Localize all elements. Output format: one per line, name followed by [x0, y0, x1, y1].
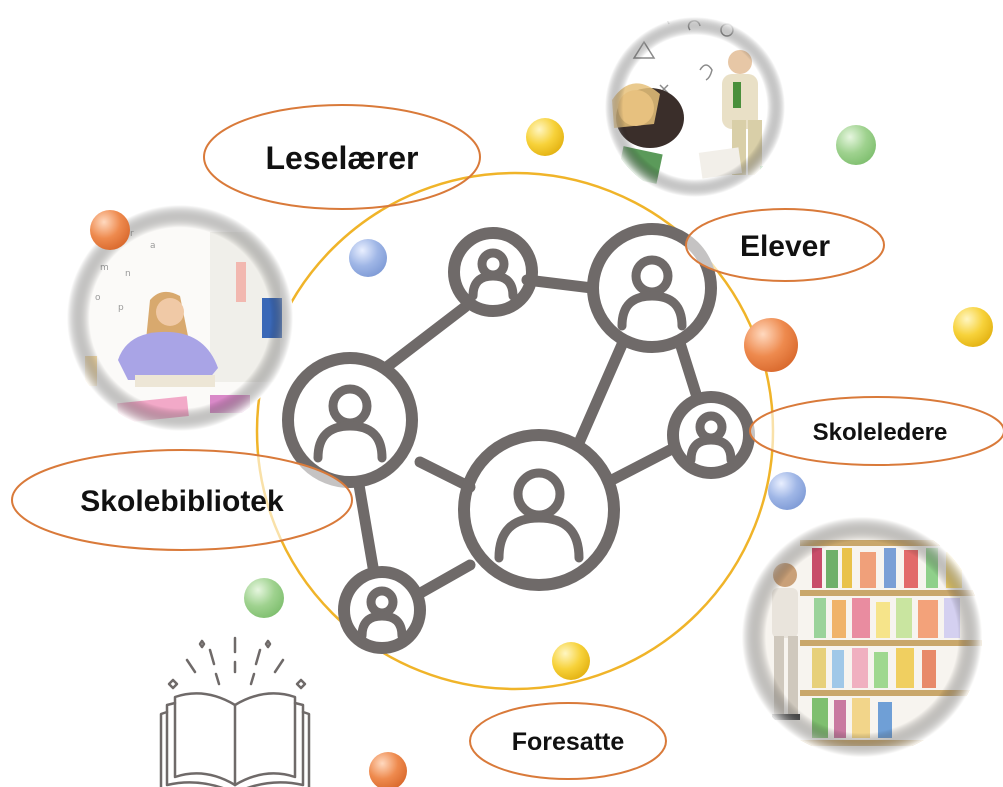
bubble-yellow: [953, 307, 993, 347]
bubble-blue: [768, 472, 806, 510]
person-node: [458, 429, 620, 591]
label-skolebibliotek: Skolebibliotek: [11, 449, 353, 551]
people-network-icon: [282, 223, 755, 654]
bubble-green: [244, 578, 284, 618]
label-skolebibliotek-text: Skolebibliotek: [80, 485, 284, 518]
decorative-bubbles: [90, 118, 993, 787]
label-leselaerer: Leselærer: [203, 104, 481, 210]
person-node: [448, 227, 538, 317]
bubble-yellow: [526, 118, 564, 156]
bubble-orange: [744, 318, 798, 372]
bubble-yellow: [552, 642, 590, 680]
label-skoleledere: Skoleledere: [749, 396, 1003, 466]
bubble-blue: [349, 239, 387, 277]
person-node: [338, 566, 426, 654]
label-foresatte: Foresatte: [469, 702, 667, 780]
bubble-orange: [90, 210, 130, 250]
bubble-green: [836, 125, 876, 165]
label-foresatte-text: Foresatte: [512, 728, 625, 756]
bubble-orange: [369, 752, 407, 787]
person-node: [282, 352, 418, 488]
label-elever-text: Elever: [740, 230, 830, 263]
person-node: [667, 391, 755, 479]
label-skoleledere-text: Skoleledere: [813, 419, 948, 446]
open-book-icon: [159, 636, 311, 787]
person-node: [587, 223, 717, 353]
label-leselaerer-text: Leselærer: [266, 140, 419, 176]
label-elever: Elever: [685, 208, 885, 282]
